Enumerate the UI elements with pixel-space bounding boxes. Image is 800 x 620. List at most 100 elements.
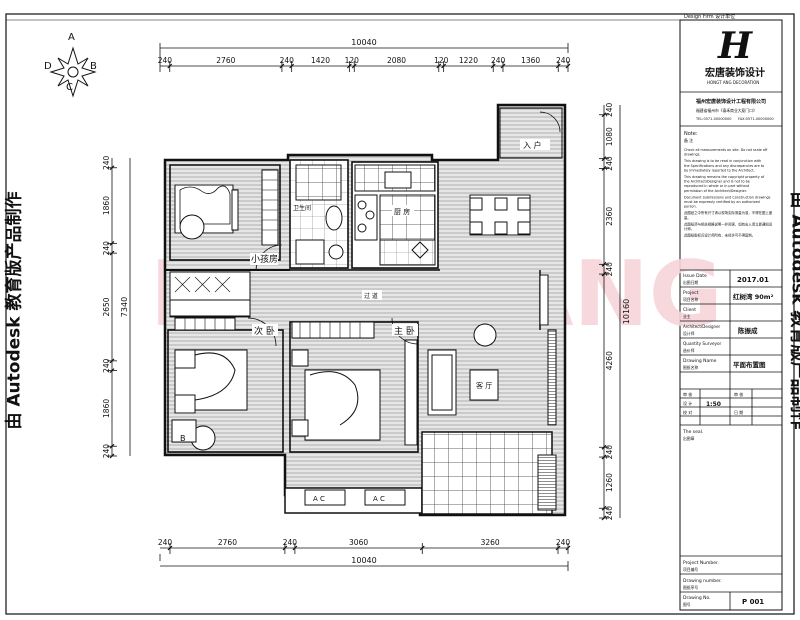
- dim-segment-label: 120: [434, 56, 449, 65]
- drawing-name-value: 平面布置图: [733, 360, 766, 369]
- qs-cn: 造价师: [683, 348, 695, 353]
- dim-segment-label: 240: [491, 56, 506, 65]
- issue-date-label: Issue Date: [683, 273, 707, 279]
- dim-segment-label: 240: [280, 56, 295, 65]
- architect-label: Architect/Designer: [683, 324, 721, 329]
- bed-second: [171, 349, 248, 451]
- room-label-second-bedroom: 次 卧: [254, 325, 275, 337]
- dim-segment-label: 240: [102, 358, 111, 373]
- company-name-en: HONGT ANG DECORATION: [707, 80, 759, 85]
- proof-label: 校 对: [683, 409, 692, 415]
- project-cn: 项目名称: [683, 297, 698, 302]
- room-label-corridor: 过 道: [364, 292, 378, 300]
- dim-segment-label: 240: [605, 156, 614, 171]
- dim-segment-label: 3260: [481, 538, 500, 547]
- drawing-no2-cn: 图号: [683, 602, 691, 607]
- dim-segment-label: 240: [158, 538, 173, 547]
- draw-label: 审 核: [734, 391, 743, 397]
- dim-segment-label: 2650: [102, 297, 111, 316]
- issue-date-cn: 出图日期: [683, 280, 698, 285]
- dim-total-label: 10040: [351, 38, 376, 47]
- dim-segment-label: 2760: [216, 56, 235, 65]
- drawing-name-cn: 图纸名称: [683, 365, 698, 370]
- compass-d: D: [44, 61, 52, 72]
- dim-segment-label: 240: [605, 506, 614, 521]
- title-block-frame: [679, 19, 783, 611]
- dim-segment-label: 240: [605, 445, 614, 460]
- issue-date-value: 2017.01: [737, 276, 769, 284]
- dim-segment-label: 240: [102, 241, 111, 256]
- note-line: 此图纸须与相关规格说明一并阅读，如有出入请立即通知设: [684, 221, 773, 226]
- project-value: 红树湾 90m²: [733, 292, 774, 301]
- room-label-ac-2: A C: [373, 495, 385, 503]
- dim-segment-label: 2760: [218, 538, 237, 547]
- note-line: Document Submissions and Construction dr…: [684, 195, 771, 199]
- floor-plan: 入 户 卫生间 厨 房 小孩房 过 道 次 卧 主 卧 客 厅 A C A C …: [163, 103, 567, 517]
- seal-cn: 出图章: [683, 436, 695, 441]
- check-label: 审 核: [683, 391, 692, 397]
- compass-b: B: [90, 61, 97, 72]
- logo-mark: H: [717, 25, 753, 67]
- note-line: must be expressly certified by an author…: [684, 200, 760, 204]
- scale-value: 1:50: [706, 401, 721, 408]
- dim-segment-label: 1860: [102, 399, 111, 418]
- title-block: Design Firm 设计单位 H 宏唐装饰设计 HONGT ANG DECO…: [680, 13, 782, 610]
- qs-label: Quantity Surveyor: [683, 341, 722, 346]
- note-line: be immediately reported to the Architect…: [684, 168, 755, 172]
- tb-design-firm-label: Design Firm 设计单位: [684, 13, 735, 20]
- note-line: 计师。: [684, 226, 694, 231]
- note-line: This drawing is to be read in conjunctio…: [683, 159, 761, 163]
- sheet-border: [5, 13, 795, 615]
- architect-cn: 设计师: [683, 331, 695, 336]
- note-line: person.: [684, 205, 697, 209]
- seal-label: The seal.: [682, 429, 703, 435]
- dim-segment-label: 240: [158, 56, 173, 65]
- dim-segment-label: 240: [556, 538, 571, 547]
- room-label-b: B: [180, 434, 186, 443]
- north-compass: A B C D: [44, 32, 97, 98]
- note-line: permission of the Architect/Designer.: [684, 189, 747, 193]
- dim-segment-label: 240: [605, 262, 614, 277]
- note-sub: 备 注: [684, 137, 693, 143]
- note-line: reproduced in whole or in part without: [684, 184, 750, 188]
- date-label: 日 期: [734, 409, 743, 415]
- note-title: Note:: [684, 131, 698, 137]
- room-label-small-bedroom: 小孩房: [251, 253, 278, 265]
- note-line: Check all measurements on site. Do not s…: [684, 148, 768, 152]
- side-watermark-left: 由 Autodesk 教育版产品制作: [4, 191, 25, 430]
- room-label-entry: 入 户: [523, 140, 542, 150]
- dim-segment-label: 1080: [605, 127, 614, 146]
- bed-small: [174, 184, 239, 240]
- room-label-bath: 卫生间: [293, 204, 311, 212]
- page-number: P 001: [742, 598, 764, 606]
- dim-total-label: 7340: [120, 297, 129, 317]
- drawing-no-label: Drawing number.: [683, 578, 722, 584]
- company-name-cn: 宏唐装饰设计: [705, 66, 765, 79]
- dim-segment-label: 240: [283, 538, 298, 547]
- dim-segment-label: 240: [605, 102, 614, 117]
- bed-master: [291, 349, 381, 441]
- dim-segment-label: 1420: [311, 56, 330, 65]
- dim-segment-label: 1220: [459, 56, 478, 65]
- drawing-no2-label: Drawing No.: [683, 595, 711, 601]
- company-logo: H 宏唐装饰设计 HONGT ANG DECORATION: [705, 25, 765, 85]
- dim-segment-label: 3060: [349, 538, 368, 547]
- drawing-name-label: Drawing Name: [683, 358, 717, 364]
- note-line: 此图纸版权归设计师所有，未经许可不得复制。: [684, 233, 755, 238]
- side-watermark-right: 由 Autodesk 教育版产品制作: [787, 191, 800, 430]
- note-line: drawings.: [684, 153, 701, 157]
- project-label: Project: [683, 290, 699, 296]
- company-tel: TEL:0571-00000000: [695, 117, 731, 121]
- room-label-master-bedroom: 主 卧: [394, 325, 415, 337]
- company-full-name: 福州宏唐装饰设计工程有限公司: [695, 98, 766, 105]
- dim-segment-label: 2360: [605, 207, 614, 226]
- design-label: 设 计: [683, 400, 692, 406]
- note-line: 此图纸之中所有尺寸请以现场实际测量为准，不得在图上度: [684, 210, 773, 215]
- dim-segment-label: 240: [102, 444, 111, 459]
- company-address: 福建省福州市《泰禾商业大厦门口》: [696, 108, 757, 113]
